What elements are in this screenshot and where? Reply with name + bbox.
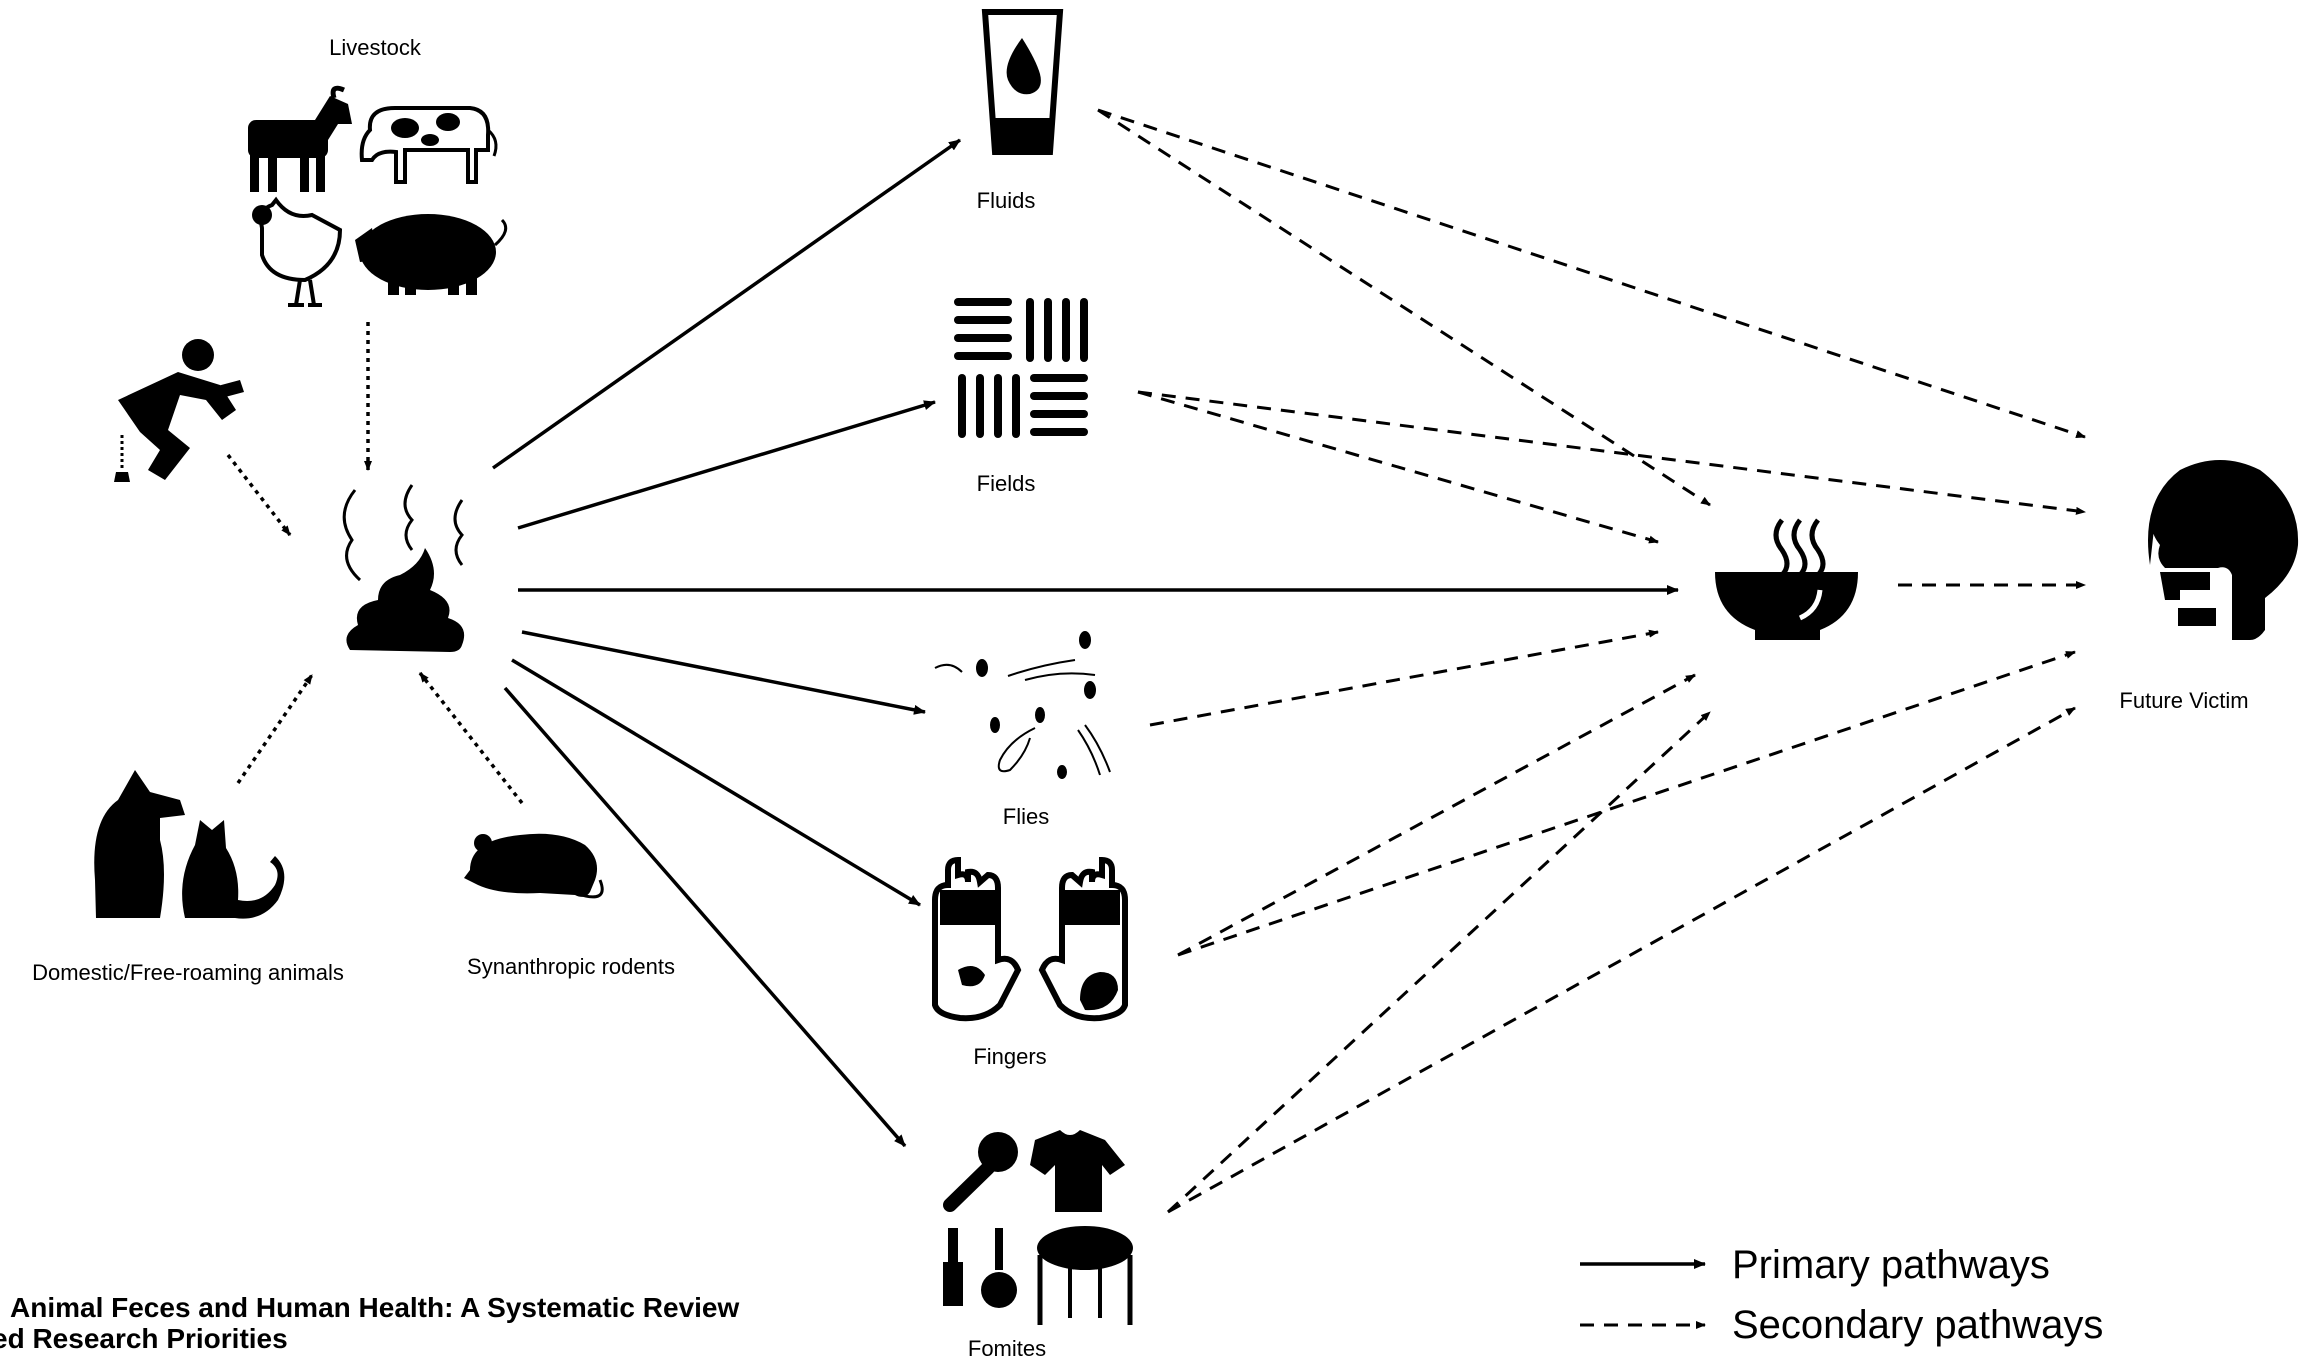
hot-food-bowl-icon bbox=[1715, 518, 1858, 640]
squatting-person-icon bbox=[114, 339, 244, 482]
arrow-fomites-to-victim bbox=[1167, 706, 2076, 1214]
source-arrows bbox=[226, 322, 524, 805]
cow-icon bbox=[359, 106, 498, 184]
arrow-feces-to-fluids bbox=[491, 138, 962, 470]
label-future-victim: Future Victim bbox=[2119, 688, 2248, 713]
arrow-feces-to-flies bbox=[521, 630, 926, 715]
label-fluids: Fluids bbox=[977, 188, 1036, 213]
label-domestic-animals: Domestic/Free-roaming animals bbox=[32, 960, 344, 985]
arrow-rodents-to-feces bbox=[418, 671, 524, 805]
household-objects-icon bbox=[943, 1130, 1133, 1325]
arrow-fingers-to-food bbox=[1177, 673, 1696, 957]
label-fomites: Fomites bbox=[968, 1336, 1046, 1361]
secondary-arrows bbox=[1097, 108, 2086, 1214]
citation-line-2: ed Research Priorities bbox=[0, 1323, 288, 1354]
arrow-human-to-feces bbox=[226, 453, 292, 537]
label-flies: Flies bbox=[1003, 804, 1049, 829]
head-profile-icon bbox=[2148, 460, 2299, 640]
field-rows-icon bbox=[954, 298, 1088, 438]
arrow-fingers-to-victim bbox=[1177, 650, 2076, 957]
glass-droplet-icon bbox=[981, 9, 1064, 155]
goat-icon bbox=[248, 85, 352, 192]
legend-primary-label: Primary pathways bbox=[1732, 1243, 2050, 1287]
citation: Animal Feces and Human Health: A Systema… bbox=[0, 1292, 739, 1354]
pig-icon bbox=[355, 214, 508, 295]
arrow-fluids-to-victim bbox=[1097, 108, 2086, 439]
label-synanthropic-rodents: Synanthropic rodents bbox=[467, 954, 675, 979]
arrow-feces-to-fingers bbox=[511, 658, 921, 907]
label-livestock: Livestock bbox=[329, 35, 422, 60]
arrow-flies-to-food bbox=[1149, 629, 1659, 727]
dirty-hands-icon bbox=[932, 856, 1128, 1022]
legend-secondary-label: Secondary pathways bbox=[1732, 1303, 2103, 1347]
arrow-feces-to-fomites bbox=[503, 686, 907, 1148]
rat-icon bbox=[464, 833, 604, 899]
dog-cat-icon bbox=[94, 770, 285, 919]
primary-arrows bbox=[491, 138, 1679, 1148]
flies-icon bbox=[934, 631, 1111, 779]
arrow-feces-to-fields bbox=[517, 400, 936, 530]
label-fields: Fields bbox=[977, 471, 1036, 496]
legend: Primary pathways Secondary pathways bbox=[1580, 1243, 2103, 1347]
arrow-fomites-to-food bbox=[1166, 710, 1712, 1214]
livestock-icons bbox=[248, 85, 508, 307]
feces-icon bbox=[342, 484, 465, 652]
arrow-fields-to-victim bbox=[1137, 390, 2086, 515]
chicken-icon bbox=[252, 196, 343, 307]
citation-line-1: Animal Feces and Human Health: A Systema… bbox=[10, 1292, 739, 1323]
label-fingers: Fingers bbox=[973, 1044, 1046, 1069]
arrow-fields-to-food bbox=[1137, 390, 1659, 544]
arrow-fluids-to-food bbox=[1097, 108, 1711, 507]
arrow-pets-to-feces bbox=[236, 674, 314, 784]
